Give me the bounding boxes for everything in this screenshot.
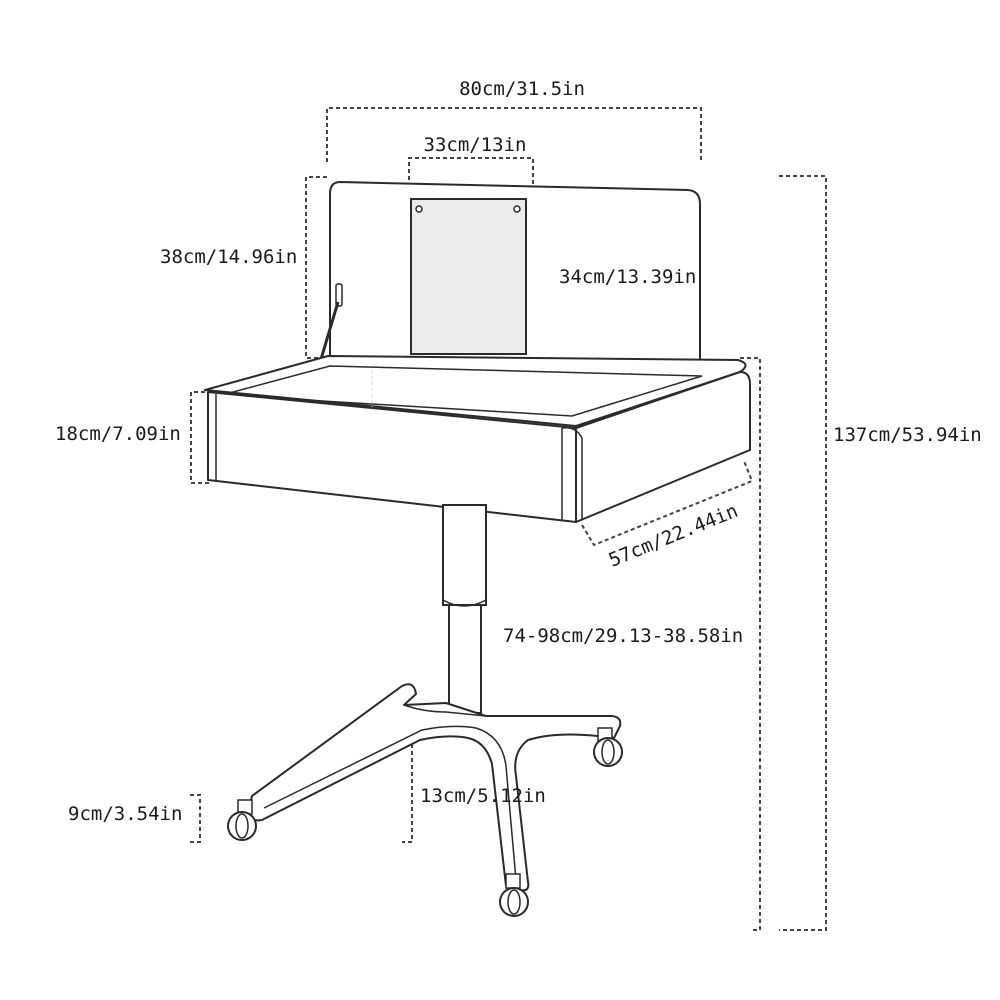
caster-wheel-left	[227, 799, 257, 841]
mirror	[410, 198, 527, 355]
label-adjustable-height: 74-98cm/29.13-38.58in	[503, 625, 743, 647]
caster-wheel-right	[593, 727, 623, 767]
vanity-desk-drawing	[204, 181, 751, 917]
label-wheel-height: 9cm/3.54in	[68, 803, 182, 825]
label-lid-height: 38cm/14.96in	[160, 246, 297, 268]
star-base	[247, 683, 622, 892]
label-mirror-height: 34cm/13.39in	[559, 266, 696, 288]
telescopic-pole	[442, 504, 487, 714]
label-depth: 57cm/22.44in	[606, 500, 742, 572]
label-base-height: 13cm/5.12in	[420, 785, 546, 807]
storage-box	[204, 355, 751, 523]
caster-wheel-front	[499, 873, 529, 917]
label-mirror-width: 33cm/13in	[424, 134, 527, 156]
label-total-width: 80cm/31.5in	[459, 78, 585, 100]
label-total-height: 137cm/53.94in	[833, 424, 982, 446]
label-box-height: 18cm/7.09in	[55, 423, 181, 445]
